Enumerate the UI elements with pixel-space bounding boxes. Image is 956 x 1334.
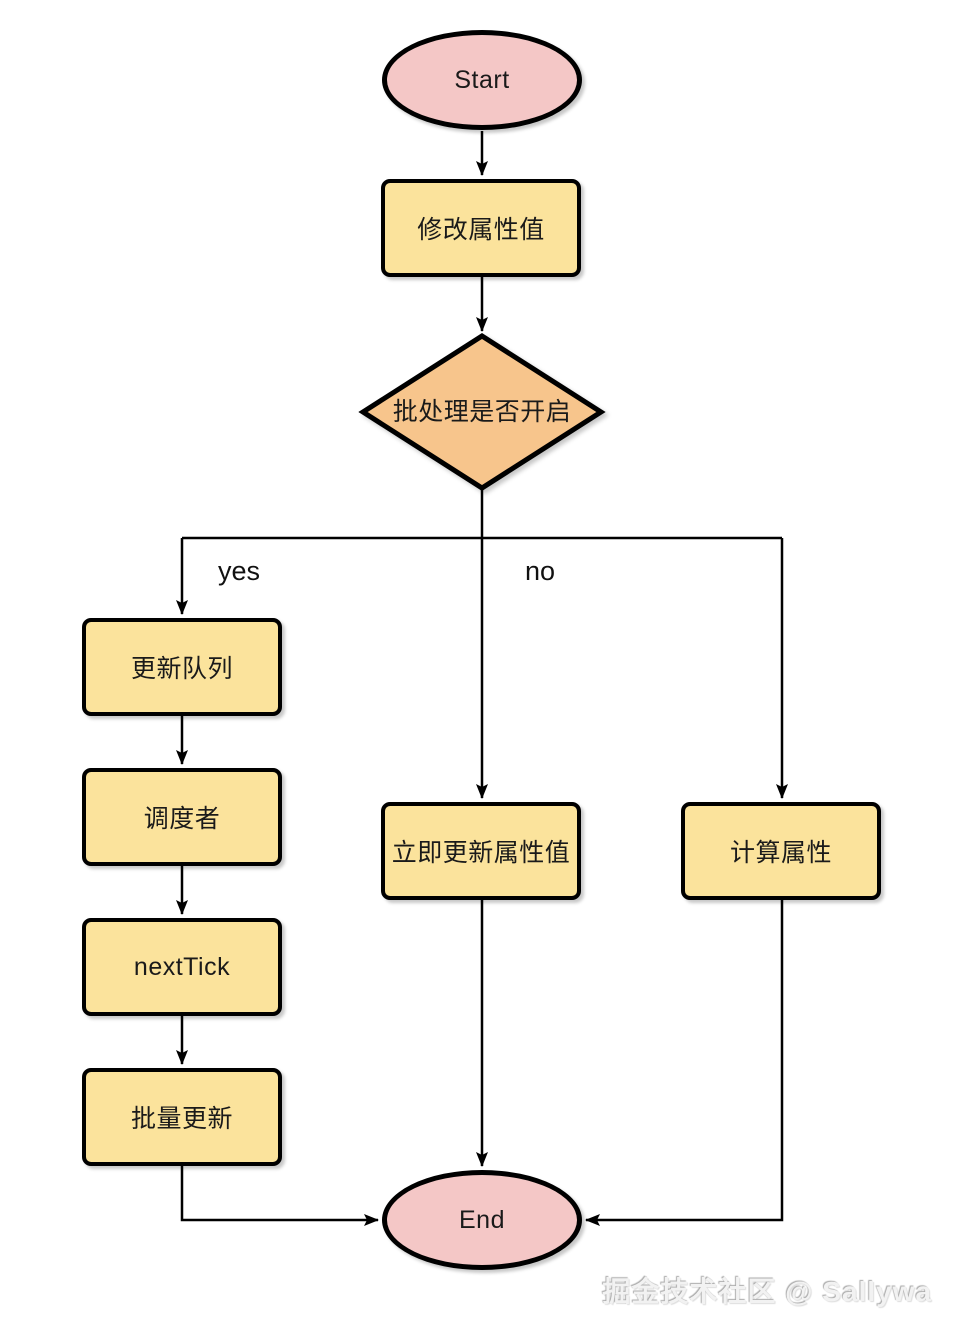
watermark: 掘金技术社区 @ Sallywa [602,1276,932,1307]
node-modify-property: 修改属性值 [381,179,581,277]
edge-label-yes: yes [218,556,261,586]
node-update-queue: 更新队列 [82,618,282,716]
edge-batch-update-to-end [180,1166,379,1226]
node-start-label: Start [454,65,510,94]
node-end-label: End [459,1205,505,1234]
node-start: Start [382,30,582,130]
node-scheduler: 调度者 [82,768,282,866]
node-modify-property-label: 修改属性值 [417,216,545,244]
decision-diamond-shape [358,333,606,491]
node-scheduler-label: 调度者 [143,805,221,833]
edge-label-no: no [525,556,556,586]
node-immediate-update-label: 立即更新属性值 [391,839,571,867]
node-computed-property: 计算属性 [681,802,881,900]
node-batch-decision-label: 批处理是否开启 [392,398,572,426]
node-nexttick: nextTick [82,918,282,1016]
node-end: End [382,1170,582,1270]
node-immediate-update: 立即更新属性值 [381,802,581,900]
node-computed-property-label: 计算属性 [729,839,832,867]
node-batch-update-label: 批量更新 [130,1105,233,1133]
node-update-queue-label: 更新队列 [130,655,233,683]
node-batch-update: 批量更新 [82,1068,282,1166]
node-nexttick-label: nextTick [133,952,231,981]
edge-computed-to-end [585,900,784,1226]
